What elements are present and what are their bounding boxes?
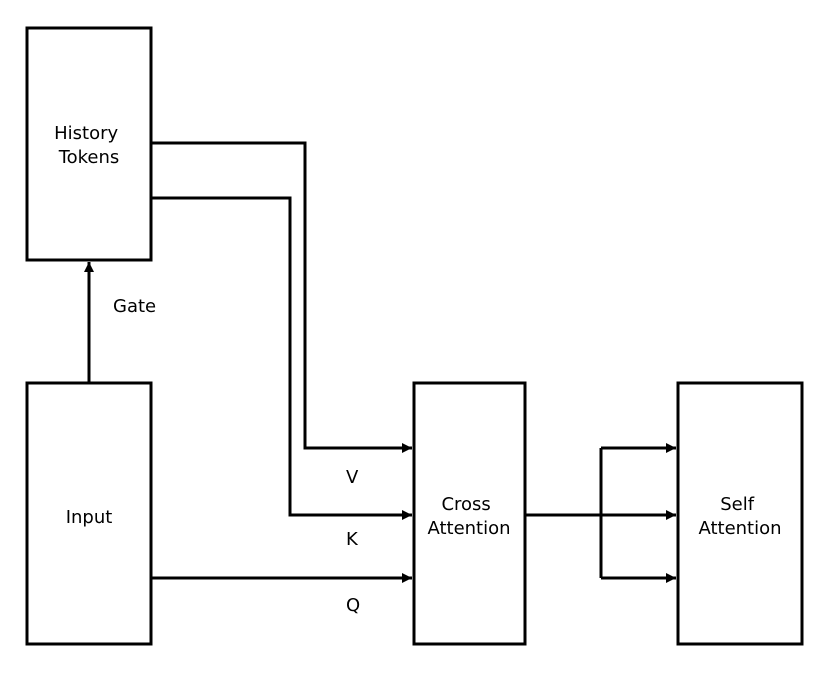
gate-label: Gate bbox=[113, 296, 156, 317]
self-attention-label-line-2: Attention bbox=[698, 518, 781, 539]
self-attention-label: Self Attention bbox=[698, 494, 781, 539]
v-arrow bbox=[152, 141, 412, 453]
k-label: K bbox=[346, 529, 359, 550]
input-node: Input bbox=[25, 381, 153, 646]
k-arrow bbox=[152, 196, 412, 520]
history-tokens-node: History Tokens bbox=[25, 26, 153, 262]
history-tokens-label: History Tokens bbox=[54, 123, 124, 168]
self-attention-node: Self Attention bbox=[676, 381, 804, 646]
cross-attention-label: Cross Attention bbox=[427, 494, 510, 539]
q-label: Q bbox=[346, 595, 360, 616]
v-label: V bbox=[346, 467, 359, 488]
cross-attention-node: Cross Attention bbox=[412, 381, 527, 646]
history-tokens-label-line-1: History bbox=[54, 123, 118, 144]
self-attention-label-line-1: Self bbox=[720, 494, 755, 515]
input-label: Input bbox=[66, 507, 113, 528]
history-tokens-label-line-2: Tokens bbox=[58, 147, 120, 168]
cross-attention-label-line-2: Attention bbox=[427, 518, 510, 539]
cross-attention-label-line-1: Cross bbox=[441, 494, 490, 515]
